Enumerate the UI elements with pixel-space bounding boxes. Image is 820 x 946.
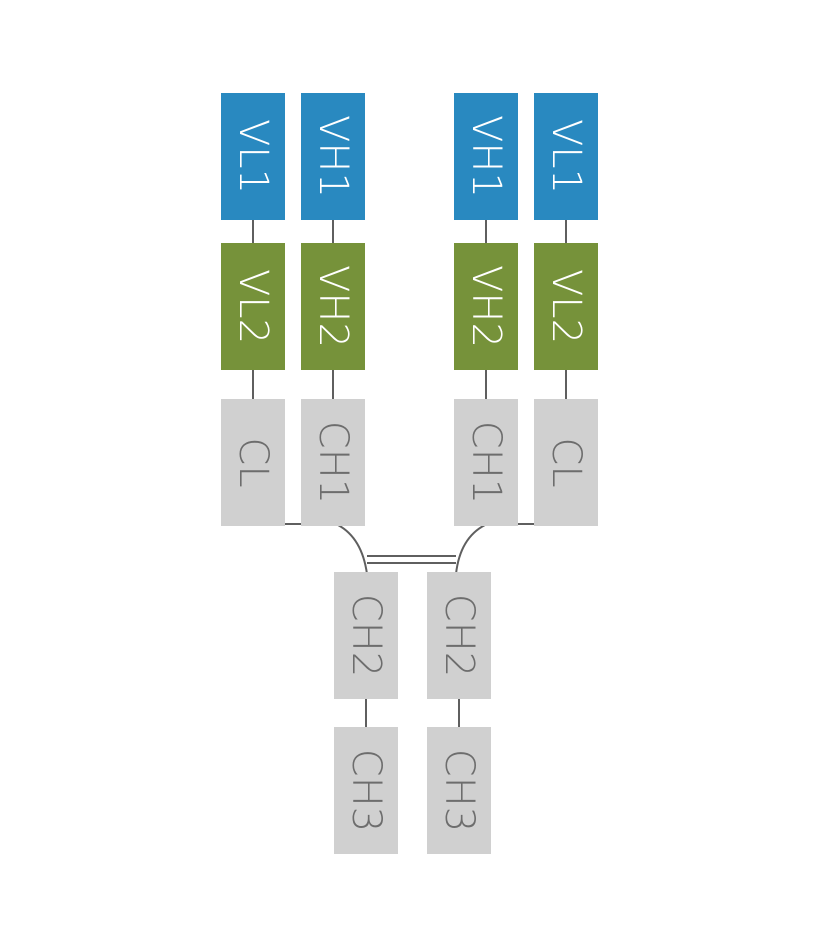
right-heavy-vh1-domain-label: VH1 bbox=[463, 115, 509, 198]
right-light-vl2-domain-box bbox=[534, 243, 598, 370]
left-heavy-vh1-domain: VH1 bbox=[301, 93, 365, 220]
fc-left-ch3-domain-box bbox=[334, 727, 398, 854]
left-light-vl2-domain: VL2 bbox=[221, 243, 285, 370]
left-heavy-ch1-domain: CH1 bbox=[301, 399, 365, 526]
fc-left-ch3-domain-label: CH3 bbox=[343, 749, 389, 832]
hinge-region bbox=[337, 524, 486, 575]
right-light-cl-domain-box bbox=[534, 399, 598, 526]
left-light-cl-domain-label: CL bbox=[230, 437, 276, 487]
left-heavy-vh2-domain-box bbox=[301, 243, 365, 370]
fc-right-ch2-domain: CH2 bbox=[427, 572, 491, 699]
right-heavy-vh2-domain-label: VH2 bbox=[463, 265, 509, 348]
fc-left-ch2-domain-box bbox=[334, 572, 398, 699]
left-light-vl2-domain-label: VL2 bbox=[230, 269, 276, 344]
right-heavy-vh2-domain-box bbox=[454, 243, 518, 370]
fc-left-ch3-domain: CH3 bbox=[334, 727, 398, 854]
left-light-cl-domain-box bbox=[221, 399, 285, 526]
fc-left-ch2-domain-label: CH2 bbox=[343, 594, 389, 677]
left-light-vl1-domain-box bbox=[221, 93, 285, 220]
right-light-vl1-domain: VL1 bbox=[534, 93, 598, 220]
right-heavy-ch1-domain: CH1 bbox=[454, 399, 518, 526]
left-light-vl1-domain: VL1 bbox=[221, 93, 285, 220]
left-light-vl2-domain-box bbox=[221, 243, 285, 370]
right-heavy-vh1-domain: VH1 bbox=[454, 93, 518, 220]
left-heavy-vh2-domain: VH2 bbox=[301, 243, 365, 370]
right-light-vl1-domain-box bbox=[534, 93, 598, 220]
left-light-vl1-domain-label: VL1 bbox=[230, 119, 276, 194]
fc-right-ch3-domain: CH3 bbox=[427, 727, 491, 854]
left-heavy-vh2-domain-label: VH2 bbox=[310, 265, 356, 348]
left-heavy-ch1-domain-label: CH1 bbox=[310, 421, 356, 504]
right-heavy-vh2-domain: VH2 bbox=[454, 243, 518, 370]
left-light-cl-domain: CL bbox=[221, 399, 285, 526]
left-heavy-vh1-domain-box bbox=[301, 93, 365, 220]
right-heavy-ch1-domain-box bbox=[454, 399, 518, 526]
right-light-vl2-domain-label: VL2 bbox=[543, 269, 589, 344]
right-light-vl1-domain-label: VL1 bbox=[543, 119, 589, 194]
fc-right-ch3-domain-box bbox=[427, 727, 491, 854]
right-light-vl2-domain: VL2 bbox=[534, 243, 598, 370]
fc-right-ch2-domain-label: CH2 bbox=[436, 594, 482, 677]
right-heavy-vh1-domain-box bbox=[454, 93, 518, 220]
right-light-cl-domain: CL bbox=[534, 399, 598, 526]
right-heavy-ch1-domain-label: CH1 bbox=[463, 421, 509, 504]
left-heavy-vh1-domain-label: VH1 bbox=[310, 115, 356, 198]
fc-right-ch2-domain-box bbox=[427, 572, 491, 699]
fc-right-ch3-domain-label: CH3 bbox=[436, 749, 482, 832]
left-heavy-ch1-domain-box bbox=[301, 399, 365, 526]
fc-left-ch2-domain: CH2 bbox=[334, 572, 398, 699]
domain-connectors bbox=[252, 220, 567, 727]
right-light-cl-domain-label: CL bbox=[543, 437, 589, 487]
